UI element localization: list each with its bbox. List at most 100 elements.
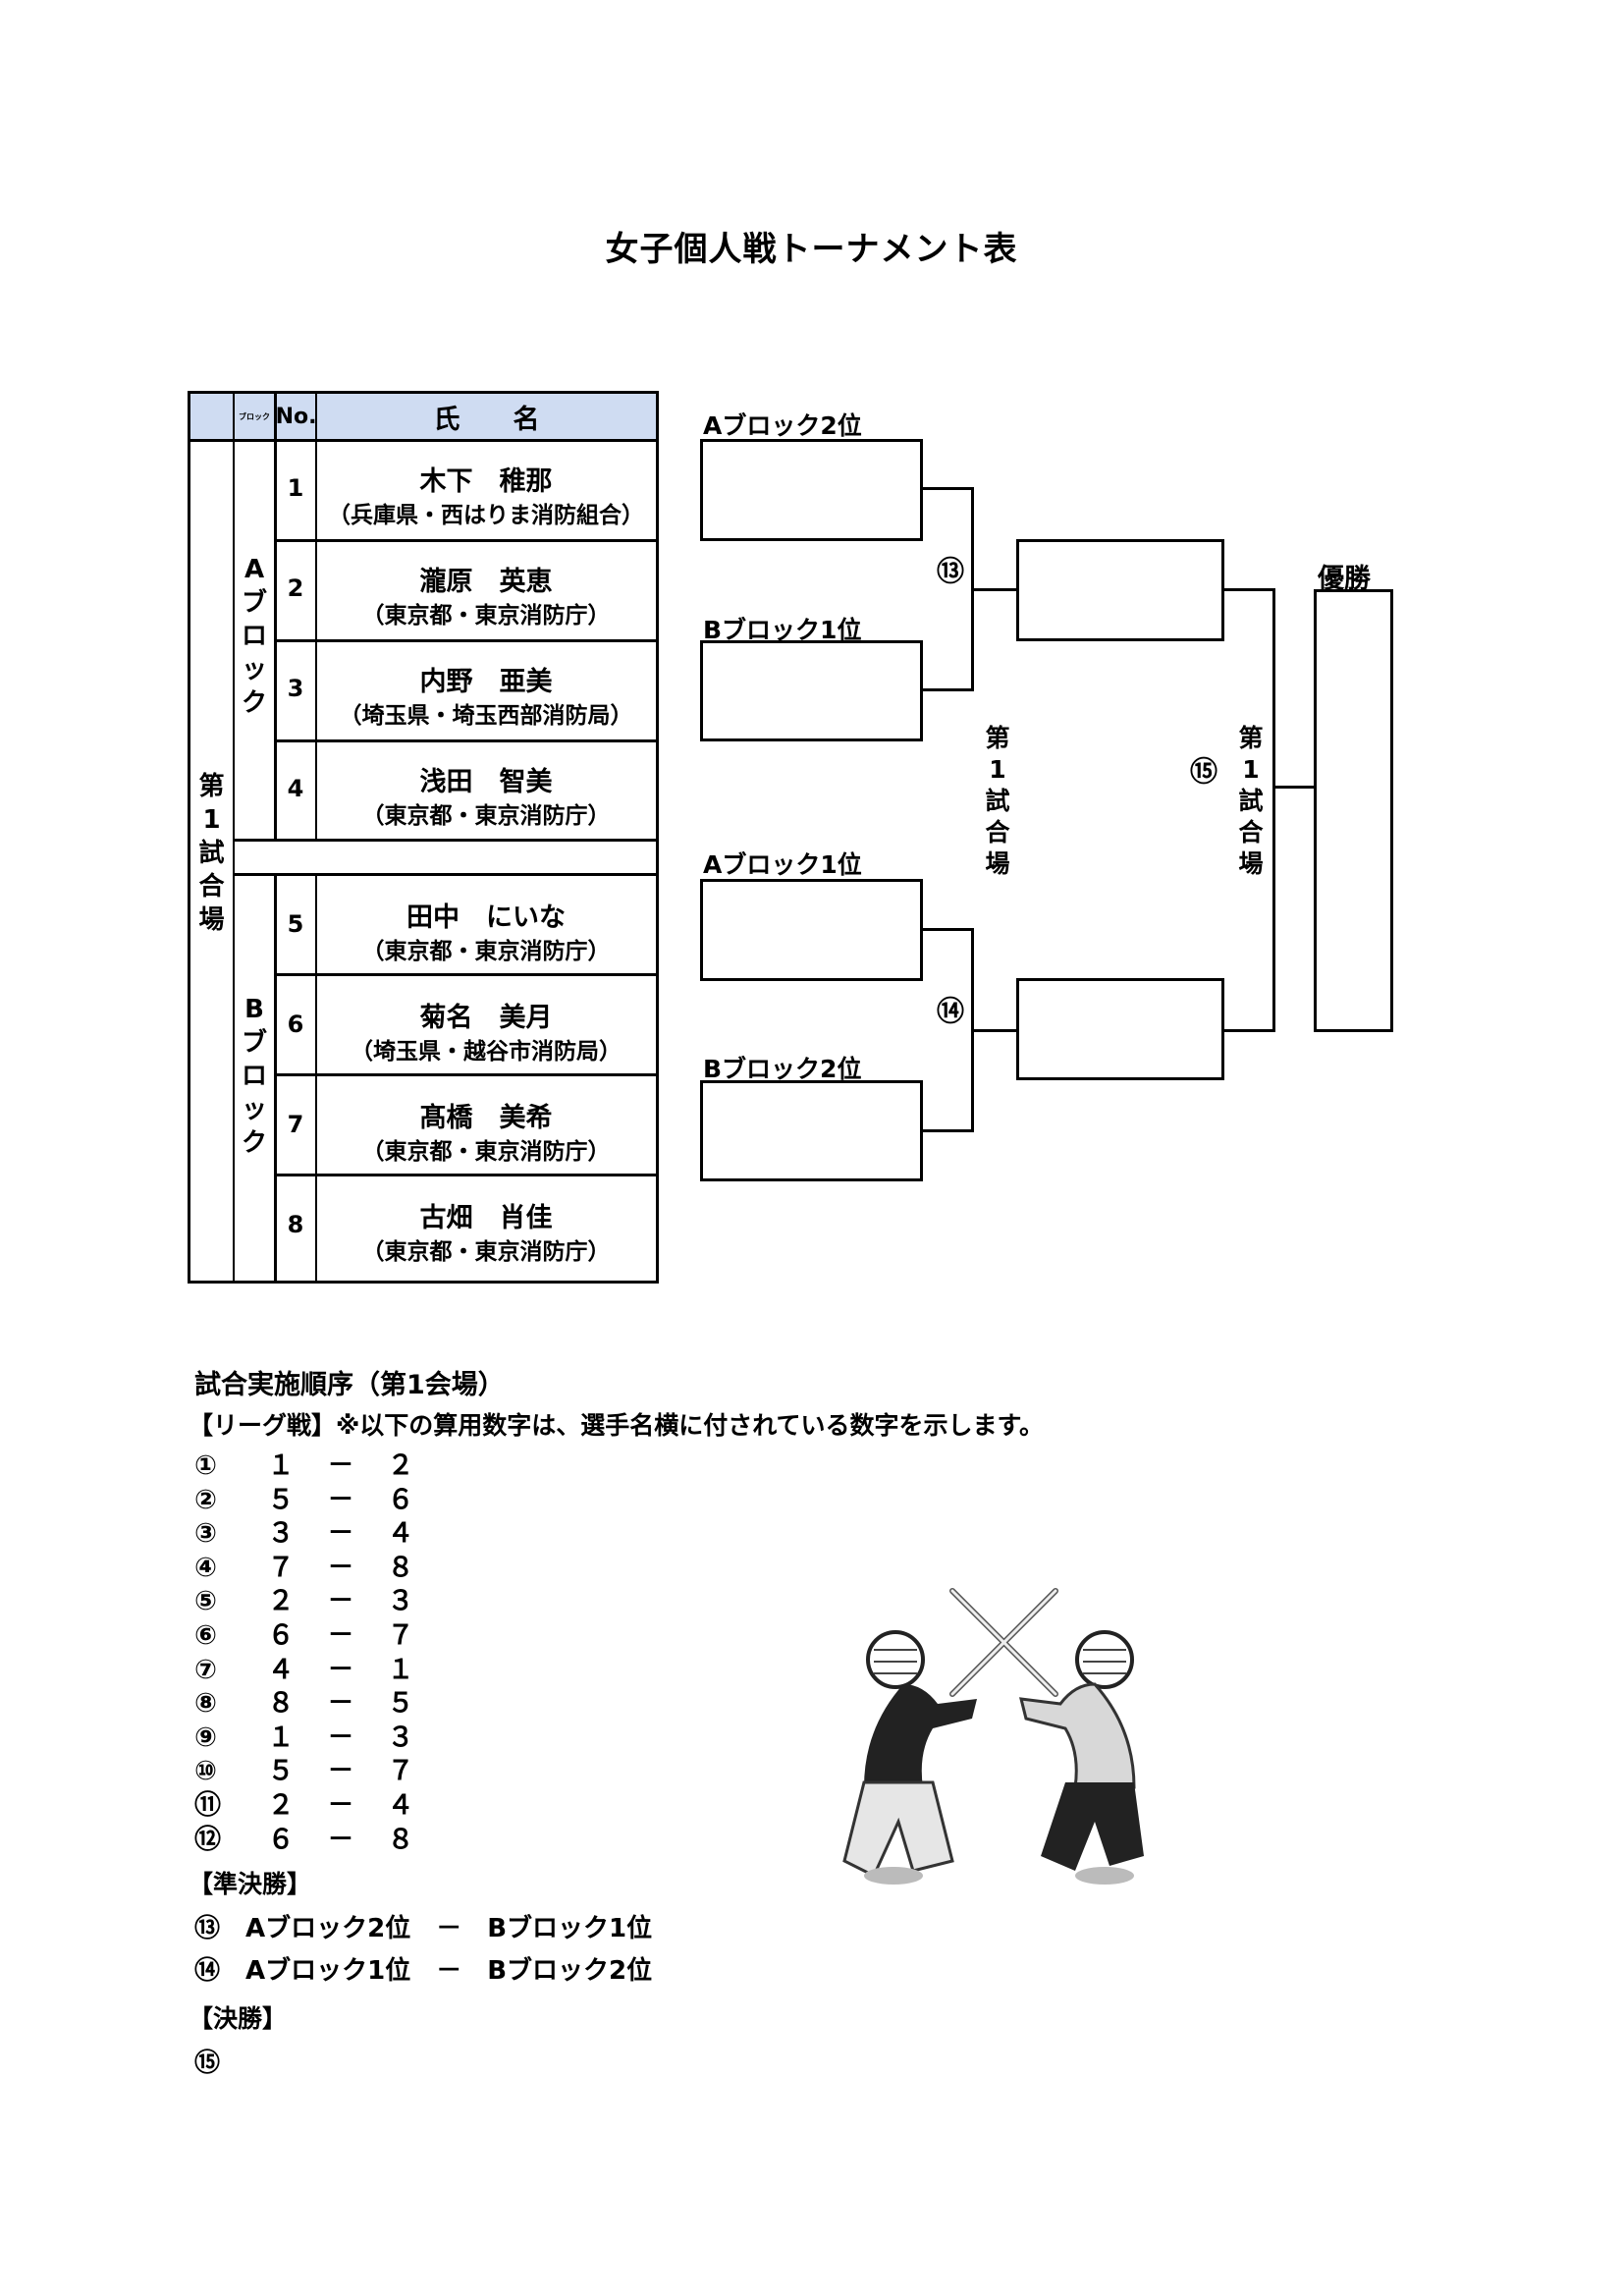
venue-char: 合 <box>1238 818 1264 847</box>
match-dash: － <box>327 1620 354 1651</box>
match-a: ４ <box>267 1654 295 1685</box>
block-char: ク <box>241 1128 267 1158</box>
semi-winner-box <box>1016 539 1224 641</box>
venue-char: 場 <box>1238 849 1264 878</box>
champion-label: 優勝 <box>1318 564 1371 594</box>
match-no: ⑥ <box>194 1620 217 1651</box>
league-title: 【リーグ戦】※以下の算用数字は、選手名横に付されている数字を示します。 <box>189 1411 1045 1440</box>
player-name: 浅田 智美 <box>419 767 553 797</box>
semi-match: ⑭ Aブロック1位 － Bブロック2位 <box>194 1956 653 1986</box>
kendo-match-illustration <box>835 1571 1168 1895</box>
match-dash: － <box>327 1824 354 1855</box>
match-a: ２ <box>267 1586 295 1617</box>
match-dash: － <box>327 1654 354 1685</box>
venue-char: 1 <box>202 805 221 835</box>
match-no: ② <box>194 1484 217 1515</box>
player-name: 田中 にいな <box>406 902 566 933</box>
semi-number: ⑭ <box>937 995 965 1027</box>
venue-char: 第 <box>198 772 225 801</box>
match-b: ７ <box>387 1620 414 1651</box>
block-char: B <box>244 995 264 1024</box>
match-no: ⑫ <box>194 1824 221 1855</box>
venue-char: 1 <box>989 755 1006 784</box>
slot-label: Aブロック1位 <box>703 850 862 879</box>
match-b: ８ <box>387 1552 414 1583</box>
player-name: 髙橋 美希 <box>419 1103 553 1133</box>
match-a: １ <box>267 1722 295 1753</box>
semi-match: ⑬ Aブロック2位 － Bブロック1位 <box>194 1914 653 1943</box>
bracket-slot <box>700 879 923 981</box>
match-a: ７ <box>267 1552 295 1583</box>
player-name: 内野 亜美 <box>419 667 553 697</box>
player-org: （東京都・東京消防庁） <box>361 603 611 629</box>
match-no: ③ <box>194 1518 217 1550</box>
slot-label: Aブロック2位 <box>703 411 862 440</box>
match-b: ４ <box>387 1518 414 1550</box>
block-char: ロ <box>241 622 267 651</box>
match-dash: － <box>327 1552 354 1583</box>
final-number: ⑮ <box>1190 755 1218 788</box>
match-no: ⑪ <box>194 1790 221 1821</box>
match-no: ⑩ <box>194 1756 217 1787</box>
bracket-slot <box>700 1080 923 1181</box>
match-b: ５ <box>387 1688 414 1720</box>
match-dash: － <box>327 1756 354 1787</box>
venue-char: 第 <box>1238 724 1264 752</box>
match-b: ７ <box>387 1756 414 1787</box>
match-a: ５ <box>267 1756 295 1787</box>
match-a: １ <box>267 1450 295 1481</box>
block-char: ク <box>241 688 267 718</box>
semi-winner-box <box>1016 978 1224 1080</box>
player-org: （埼玉県・埼玉西部消防局） <box>339 703 633 729</box>
match-no: ① <box>194 1450 217 1481</box>
match-no: ⑧ <box>194 1688 217 1720</box>
venue-char: 試 <box>198 839 225 868</box>
match-a: ３ <box>267 1518 295 1550</box>
league-match: ⑩ ５ － ７ <box>194 1749 428 1787</box>
player-org: （東京都・東京消防庁） <box>361 939 611 964</box>
match-a: ２ <box>267 1790 295 1821</box>
player-org: （東京都・東京消防庁） <box>361 1239 611 1265</box>
match-a: ６ <box>267 1620 295 1651</box>
page-title: 女子個人戦トーナメント表 <box>605 230 1018 269</box>
player-org: （兵庫県・西はりま消防組合） <box>328 503 644 528</box>
block-char: ッ <box>241 655 267 684</box>
player-name: 古畑 肖佳 <box>419 1203 553 1233</box>
match-dash: － <box>327 1484 354 1515</box>
match-a: ８ <box>267 1688 295 1720</box>
player-number: 1 <box>287 474 304 502</box>
match-dash: － <box>327 1790 354 1821</box>
champion-box <box>1314 589 1393 1032</box>
block-char: ブ <box>241 1028 267 1058</box>
match-b: ８ <box>387 1824 414 1855</box>
player-name: 菊名 美月 <box>419 1003 553 1033</box>
match-no: ⑤ <box>194 1586 217 1617</box>
bracket-slot <box>700 439 923 541</box>
match-dash: － <box>327 1586 354 1617</box>
player-number: 4 <box>287 775 304 802</box>
match-no: ④ <box>194 1552 217 1583</box>
venue-char: 第 <box>985 724 1010 752</box>
block-char: ブ <box>241 588 267 618</box>
header-name: 氏 名 <box>433 405 540 435</box>
league-match: ⑥ ６ － ７ <box>194 1613 428 1652</box>
player-number: 5 <box>287 910 304 938</box>
league-match: ④ ７ － ８ <box>194 1546 428 1584</box>
venue-char: 合 <box>985 818 1010 847</box>
match-a: ５ <box>267 1484 295 1515</box>
player-name: 瀧原 英恵 <box>419 567 553 597</box>
player-org: （東京都・東京消防庁） <box>361 803 611 829</box>
player-org: （東京都・東京消防庁） <box>361 1139 611 1165</box>
final-title: 【決勝】 <box>189 2004 288 2033</box>
match-b: １ <box>387 1654 414 1685</box>
player-number: 6 <box>287 1011 304 1038</box>
